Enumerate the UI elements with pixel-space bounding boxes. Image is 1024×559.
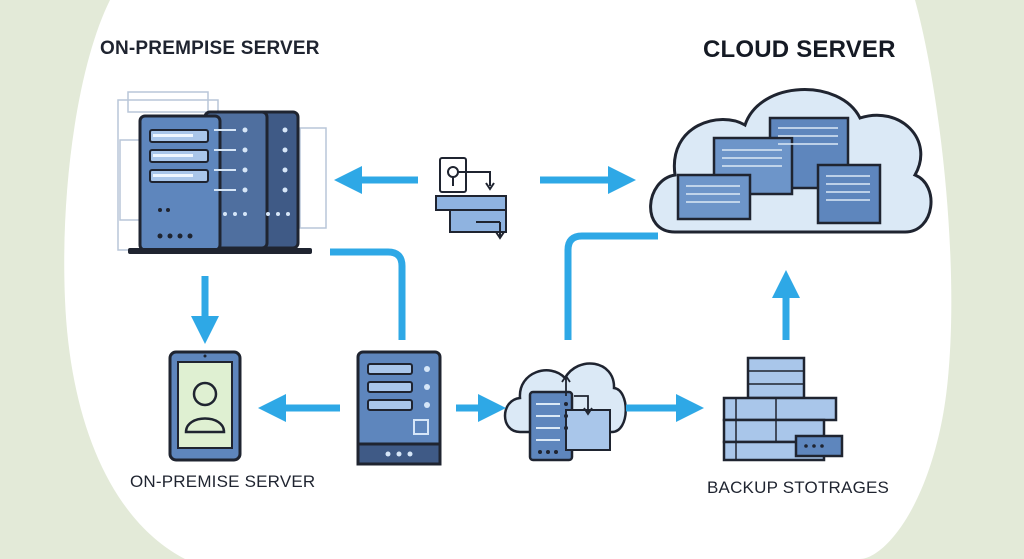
cloud-server-title: CLOUD SERVER bbox=[703, 36, 896, 63]
connector-onprem-to-tower bbox=[330, 248, 406, 340]
tablet-user-icon bbox=[168, 350, 242, 462]
data-transfer-icon bbox=[435, 157, 507, 240]
cloud-server-icon bbox=[649, 88, 933, 234]
connector-hybrid-to-cloud bbox=[564, 232, 658, 340]
on-premise-server-title: ON-PREMPISE SERVER bbox=[100, 38, 320, 59]
on-premise-server-rack-icon bbox=[117, 91, 327, 254]
backup-storage-icon bbox=[722, 356, 844, 462]
hybrid-cloud-icon bbox=[503, 362, 627, 462]
backup-storages-caption: BACKUP STOTRAGES bbox=[707, 478, 890, 497]
on-premise-server-caption: ON-PREMISE SERVER bbox=[130, 472, 316, 491]
server-tower-icon bbox=[356, 350, 442, 466]
